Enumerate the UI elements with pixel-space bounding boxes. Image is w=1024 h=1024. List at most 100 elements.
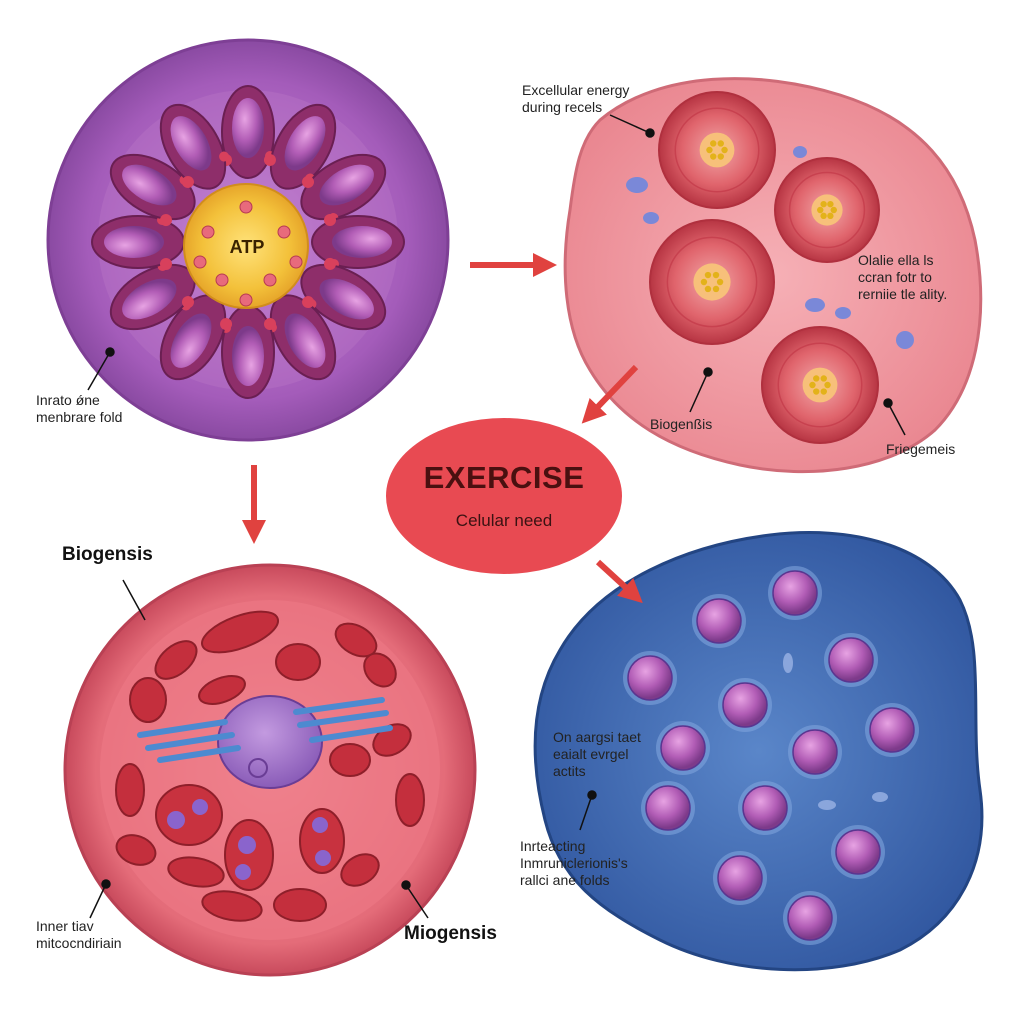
fold-vesicle: [170, 313, 212, 368]
mitochondrion-fold: [300, 153, 387, 224]
mitochondrion: [329, 743, 371, 777]
leader-line: [89, 883, 107, 919]
leader-line: [405, 884, 429, 919]
yellow-granule: [827, 200, 834, 208]
purple-vesicle: [627, 655, 673, 701]
vesicle: [643, 212, 659, 224]
filament: [309, 725, 393, 743]
yellow-granule: [830, 206, 837, 214]
atp-granule: [277, 225, 291, 239]
atp-granule: [263, 273, 277, 287]
purple-vesicle: [696, 598, 742, 644]
fold-granule: [324, 257, 337, 270]
blue-cell-callout-bottom: Inrteacting Inmruniclerionis's rallci an…: [520, 838, 628, 889]
atp-granule: [193, 255, 207, 269]
filament: [293, 697, 385, 715]
yellow-granule: [712, 285, 720, 293]
nucleolus: [248, 758, 268, 778]
callout-line: during recels: [522, 99, 603, 115]
mitochondrion: [167, 856, 225, 888]
atp-granule: [289, 255, 303, 269]
top-right-cell: [563, 77, 983, 474]
exercise-title: EXERCISE: [423, 460, 585, 495]
fold-granule: [181, 175, 194, 188]
leader-dot: [101, 879, 111, 889]
fold-granule: [220, 318, 233, 331]
leader-line: [87, 351, 111, 391]
vesicle: [805, 298, 825, 312]
mitochondria-cluster: [115, 610, 425, 922]
vesicle: [835, 307, 851, 319]
yellow-granule: [820, 375, 827, 382]
biogenesis-title: Biogensis: [62, 544, 153, 565]
leader-dot: [703, 367, 713, 377]
fold-granule: [219, 151, 230, 162]
chromatin: [192, 799, 208, 815]
blue-cell-callout-top: On aargsi taet eaialt evrgel actits: [553, 729, 641, 780]
mitochondrion-fold: [159, 294, 233, 381]
dividing-mitochondrion: [224, 819, 274, 891]
mitochondrion: [115, 834, 157, 866]
mitochondrion-fold: [266, 294, 337, 381]
yellow-granule: [817, 206, 824, 214]
purple-vesicle: [742, 785, 788, 831]
leader-dot: [401, 880, 411, 890]
mitochondrion-fold: [91, 215, 185, 270]
vesicle: [896, 331, 914, 349]
callout-line: actits: [553, 763, 586, 779]
mitochondrion: [340, 853, 380, 887]
leader-dot: [645, 128, 655, 138]
callout-line: Inmruniclerionis's: [520, 855, 628, 871]
yellow-granule: [717, 140, 724, 147]
mitochondrion: [363, 652, 397, 688]
yellow-granule: [813, 388, 820, 395]
mitochondrion-fold: [221, 305, 276, 399]
top-right-callout-side: Olalie ella ls ccran fotr to rerniie tle…: [858, 252, 947, 303]
filament: [145, 732, 235, 751]
yellow-granule: [809, 381, 816, 389]
blue-cell: [533, 531, 984, 972]
chromatin: [315, 850, 331, 866]
filament: [157, 745, 241, 763]
leader-line: [122, 579, 146, 621]
mitochondrion: [201, 890, 263, 922]
yellow-granule: [704, 285, 712, 293]
leader-dot: [883, 398, 893, 408]
yellow-granule: [820, 388, 827, 395]
fold-vesicle: [104, 226, 164, 258]
top-right-callout-top: Excellular energy during recels: [522, 82, 629, 116]
chromatin: [167, 811, 185, 829]
callout-line: Inrteacting: [520, 838, 586, 854]
yellow-granule: [827, 212, 834, 220]
callout-line: Inrato ǿne: [36, 392, 100, 408]
fold-granule: [264, 318, 276, 330]
small-granule: [872, 792, 888, 802]
atp-core: [183, 183, 309, 309]
yellow-granule: [717, 153, 724, 160]
fold-vesicle: [332, 226, 392, 258]
mitochondrion: [275, 643, 321, 681]
mitochondrion: [198, 675, 246, 705]
atp-granule: [201, 225, 215, 239]
yellow-granule: [716, 278, 724, 286]
exercise-subtitle: Celular need: [455, 511, 553, 530]
fold-granule: [302, 296, 315, 309]
filament: [297, 710, 389, 728]
callout-line: mitcocndiriain: [36, 935, 122, 951]
mitochondrion-fold: [109, 153, 196, 227]
fold-granule: [302, 175, 315, 188]
mitochondrion: [154, 640, 198, 680]
nucleus-ring-inner: [788, 171, 866, 249]
purple-vesicle: [772, 570, 818, 616]
fold-granule: [160, 258, 172, 270]
nucleus-ring-inner: [666, 236, 758, 328]
fold-granule: [181, 296, 194, 309]
leader-line: [609, 114, 651, 134]
fold-vesicle: [122, 164, 177, 206]
top-right-callout-bottom-right: Friegemeis: [886, 441, 956, 457]
chromatin: [235, 864, 251, 880]
callout-line: rallci ane folds: [520, 872, 610, 888]
chromatin: [238, 836, 256, 854]
nucleus-core: [693, 263, 731, 301]
